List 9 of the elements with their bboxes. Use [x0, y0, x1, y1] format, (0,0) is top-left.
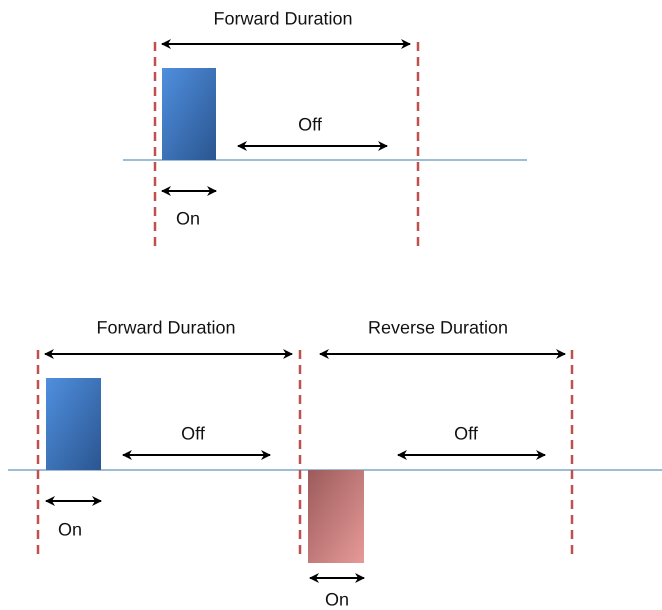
duration-label: On — [176, 208, 200, 230]
duration-label: Forward Duration — [96, 318, 236, 338]
duration-label: Off — [454, 424, 478, 444]
duration-label: On — [325, 590, 349, 610]
duration-label: Forward Duration — [213, 8, 353, 30]
duration-label: On — [58, 520, 82, 540]
duration-label: Off — [181, 424, 205, 444]
duration-label: Off — [298, 114, 322, 136]
duration-label: Reverse Duration — [368, 318, 508, 338]
